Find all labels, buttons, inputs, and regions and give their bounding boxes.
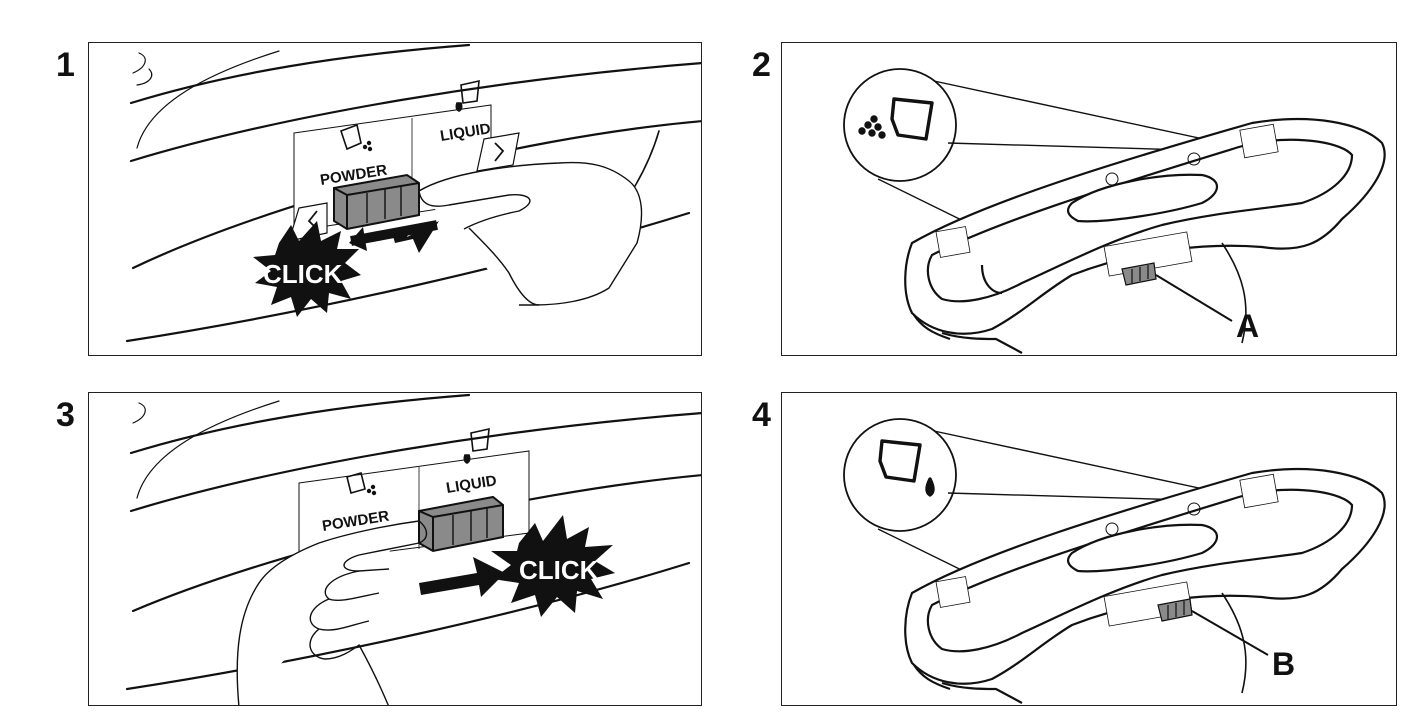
- machine-outline-5: [125, 561, 691, 691]
- step-1-illustration: POWDER LIQUID CLICK: [125, 43, 701, 343]
- hand-illustration: [236, 520, 428, 705]
- liquid-icon: [455, 79, 480, 112]
- step-2-panel: A: [781, 42, 1397, 356]
- step-number-2: 2: [752, 46, 771, 84]
- click-burst: CLICK: [253, 221, 361, 317]
- callout-a: A: [1236, 308, 1259, 344]
- step-3-illustration: POWDER LIQUID CLICK: [125, 393, 701, 705]
- selector-slider[interactable]: [333, 173, 420, 231]
- lid-curve: [132, 402, 146, 424]
- machine-outline-3: [136, 50, 280, 149]
- step-1-panel: POWDER LIQUID CLICK: [88, 42, 702, 356]
- step-2-illustration: A: [843, 68, 1386, 354]
- lid-curve-2: [136, 68, 153, 86]
- detergent-drawer: [904, 467, 1386, 704]
- callout-b: B: [1272, 646, 1295, 682]
- detergent-drawer: [904, 117, 1386, 354]
- magnifier-circle: [843, 418, 1223, 586]
- click-burst: CLICK: [491, 515, 615, 617]
- lid-curve: [132, 52, 146, 74]
- machine-outline-2: [129, 412, 701, 513]
- right-arrow-box: [476, 132, 520, 172]
- powder-icon: [339, 123, 373, 152]
- powder-pour-icon: [858, 97, 934, 141]
- machine-outline-2: [129, 62, 701, 163]
- liquid-pour-icon: [878, 439, 935, 497]
- liquid-icon: [463, 427, 490, 464]
- click-label: CLICK: [263, 259, 343, 289]
- step-3-panel: POWDER LIQUID CLICK: [88, 392, 702, 706]
- step-number-3: 3: [56, 396, 75, 434]
- machine-outline-1: [129, 393, 471, 455]
- machine-outline-3: [136, 400, 280, 499]
- magnifier-circle: [843, 68, 1223, 236]
- machine-outline-1: [129, 43, 471, 105]
- step-number-1: 1: [56, 46, 75, 84]
- tray-slider: [1157, 598, 1193, 622]
- callout-line-a: [1155, 274, 1233, 322]
- callout-line-b: [1191, 610, 1269, 656]
- powder-icon: [346, 472, 377, 496]
- selector-slider[interactable]: [418, 495, 504, 553]
- click-label: CLICK: [519, 555, 599, 585]
- step-4-panel: B: [781, 392, 1397, 706]
- push-right-arrow: [419, 557, 505, 597]
- hand-illustration: [418, 161, 643, 306]
- step-number-4: 4: [752, 396, 771, 434]
- tray-slider: [1121, 262, 1157, 286]
- step-4-illustration: B: [843, 418, 1386, 704]
